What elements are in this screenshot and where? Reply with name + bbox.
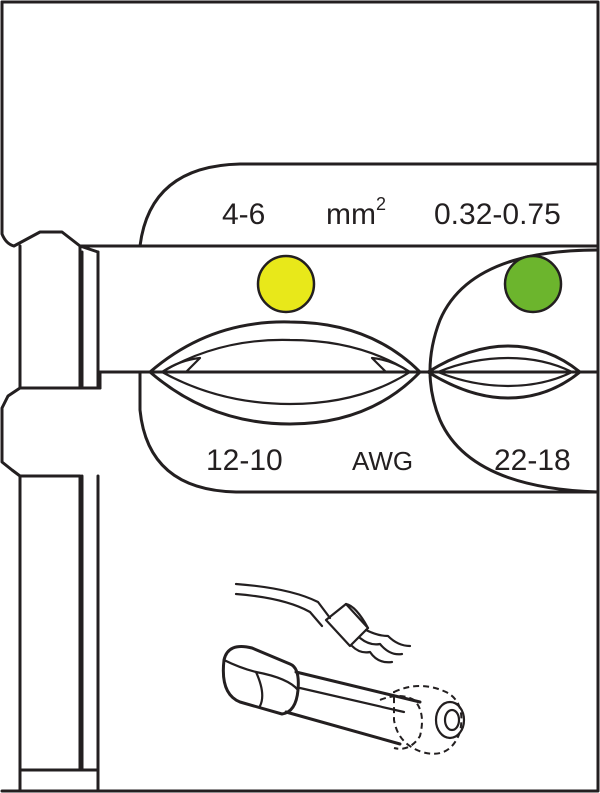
crimp-profile-large <box>148 320 422 426</box>
awg-unit-label: AWG <box>352 446 413 476</box>
mm-exponent: 2 <box>376 194 386 214</box>
mm-unit-text: mm <box>326 198 376 231</box>
mm-unit-label: mm2 <box>326 194 386 231</box>
awg-range-small: 22-18 <box>494 444 571 477</box>
awg-range-large: 12-10 <box>206 444 283 477</box>
die-shaft <box>0 244 102 793</box>
crimp-profile-small <box>426 344 582 400</box>
mm-range-large: 4-6 <box>222 198 265 231</box>
ferrule-with-wire-icon <box>221 582 466 755</box>
yellow-dot-icon <box>256 254 316 314</box>
profile-large-bottom-outline <box>138 370 600 494</box>
mm-range-small: 0.32-0.75 <box>434 198 561 231</box>
profile-large-top-outline <box>138 162 600 248</box>
green-dot-icon <box>503 254 563 314</box>
